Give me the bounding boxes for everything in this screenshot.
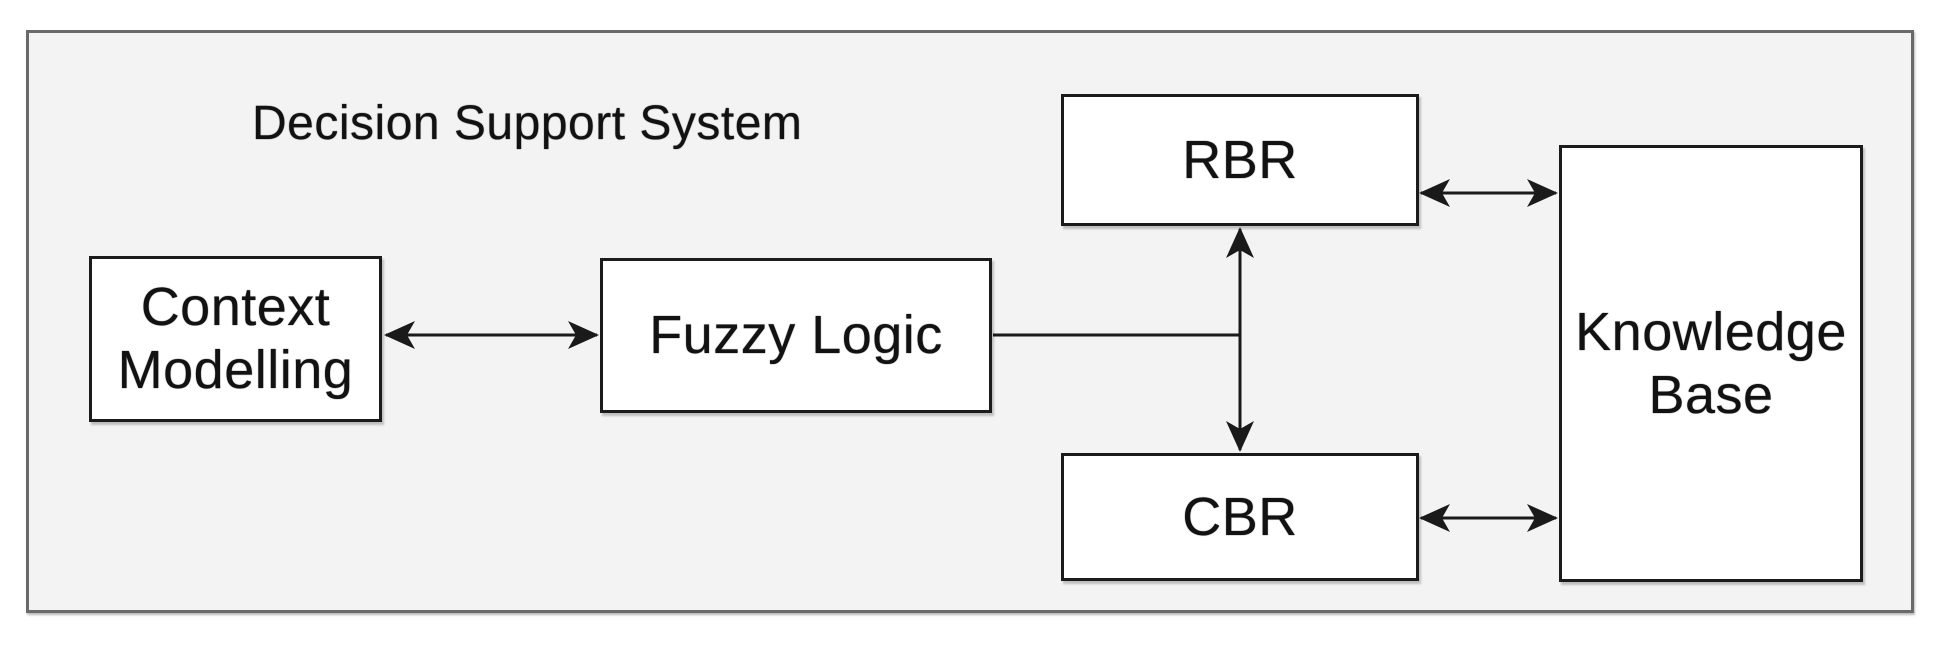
diagram-title: Decision Support System (252, 97, 803, 150)
node-label-knowledge-base: Knowledge Base (1575, 301, 1847, 425)
node-knowledge-base: Knowledge Base (1559, 145, 1863, 582)
node-rbr: RBR (1061, 94, 1419, 226)
node-cbr: CBR (1061, 453, 1419, 581)
node-label-cbr: CBR (1182, 486, 1298, 547)
node-label-fuzzy-logic: Fuzzy Logic (649, 305, 943, 366)
node-context-modelling: Context Modelling (89, 256, 382, 422)
node-fuzzy-logic: Fuzzy Logic (600, 258, 992, 413)
node-label-context-modelling: Context Modelling (117, 277, 354, 400)
node-label-rbr: RBR (1182, 129, 1298, 190)
